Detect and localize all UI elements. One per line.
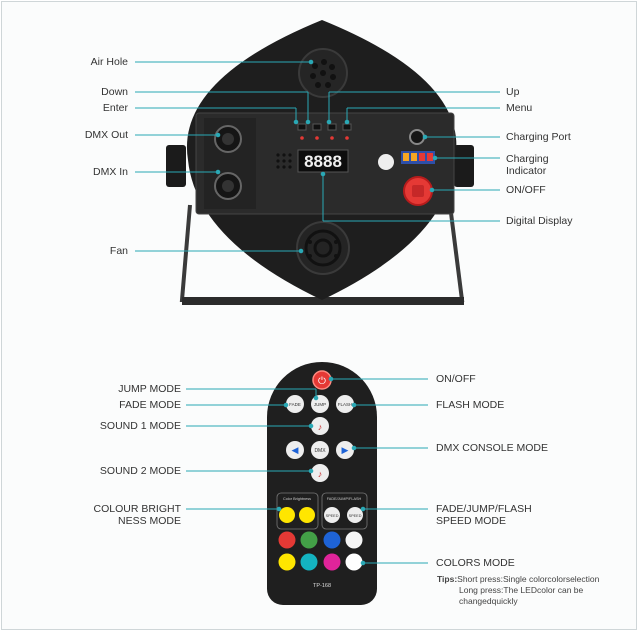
color-button-grid — [278, 531, 363, 571]
color-button-4 — [278, 553, 296, 571]
svg-text:◀: ◀ — [292, 445, 299, 455]
label-sticker — [378, 154, 394, 170]
tips-note: Tips:Short press:Single colorcolorselect… — [437, 574, 637, 607]
svg-text:SPEED: SPEED — [326, 514, 339, 518]
remote-model: TP-168 — [313, 583, 331, 589]
label-jump-mode: JUMP MODE — [118, 383, 181, 395]
label-on-off: ON/OFF — [506, 184, 546, 196]
fixture-leaders — [135, 59, 500, 254]
svg-text:▶: ▶ — [342, 445, 349, 455]
label-colors-mode: COLORS MODE — [436, 557, 515, 569]
svg-text:♪: ♪ — [318, 422, 323, 432]
brightness-panel — [276, 492, 319, 530]
label-menu: Menu — [506, 102, 533, 114]
remote-leaders — [186, 376, 428, 566]
svg-text:FADE: FADE — [289, 402, 301, 407]
svg-text:FADE/JUMP/FLASH: FADE/JUMP/FLASH — [327, 497, 362, 501]
panel-buttons — [297, 123, 352, 140]
color-button-5 — [300, 553, 318, 571]
color-button-3 — [345, 531, 363, 549]
color-button-6 — [323, 553, 341, 571]
label-up: Up — [506, 86, 520, 98]
label-down: Down — [101, 86, 128, 98]
label-enter: Enter — [102, 102, 128, 114]
tips-short: Short press:Single colorcolorselection — [457, 574, 600, 584]
color-button-2 — [323, 531, 341, 549]
svg-text:JUMP: JUMP — [314, 402, 326, 407]
label-fade-mode: FADE MODE — [119, 399, 181, 411]
right-knob — [454, 145, 474, 187]
svg-text:FLASH: FLASH — [338, 402, 353, 407]
svg-text:Color Brightness: Color Brightness — [283, 497, 311, 501]
label-charging-port: Charging Port — [506, 131, 571, 143]
tips-long-1: Long press:The LEDcolor can be — [459, 585, 584, 595]
speed-panel — [321, 492, 368, 530]
display-digits: 8888 — [304, 152, 342, 171]
svg-text:SPEED: SPEED — [349, 514, 362, 518]
label-dmx-out: DMX Out — [84, 129, 128, 141]
label-on-off-remote: ON/OFF — [436, 373, 476, 385]
color-button-0 — [278, 531, 296, 549]
tips-prefix: Tips: — [437, 574, 458, 584]
charging-port-socket — [409, 129, 425, 145]
speaker-holes — [276, 153, 292, 169]
label-charging-indicator: Charging Indicator — [506, 153, 549, 177]
svg-text:DMX: DMX — [314, 448, 326, 454]
left-knob — [166, 145, 186, 187]
color-button-7 — [345, 553, 363, 571]
label-dmx-in: DMX In — [92, 166, 128, 178]
label-digital-display: Digital Display — [506, 215, 573, 227]
label-sound-2-mode: SOUND 2 MODE — [99, 465, 181, 477]
remote-mode-buttons: FADE JUMP FLASH ♪ ◀ DMX ▶ ♪ — [286, 395, 354, 482]
label-fan: Fan — [109, 245, 128, 257]
label-dmx-console-mode: DMX CONSOLE MODE — [436, 442, 549, 454]
bracket-base — [182, 297, 464, 305]
tips-long-2: changedquickly — [459, 596, 518, 606]
label-flash-mode: FLASH MODE — [436, 399, 505, 411]
label-air-hole: Air Hole — [90, 56, 128, 68]
svg-text:♪: ♪ — [318, 469, 323, 479]
charging-indicator-panel — [401, 151, 435, 164]
color-button-1 — [300, 531, 318, 549]
label-sound-1-mode: SOUND 1 MODE — [99, 420, 181, 432]
label-speed-mode: FADE/JUMP/FLASH SPEED MODE — [436, 503, 532, 527]
svg-text:⏻: ⏻ — [318, 376, 326, 387]
label-colour-brightness-mode: COLOUR BRIGHT NESS MODE — [93, 503, 181, 527]
